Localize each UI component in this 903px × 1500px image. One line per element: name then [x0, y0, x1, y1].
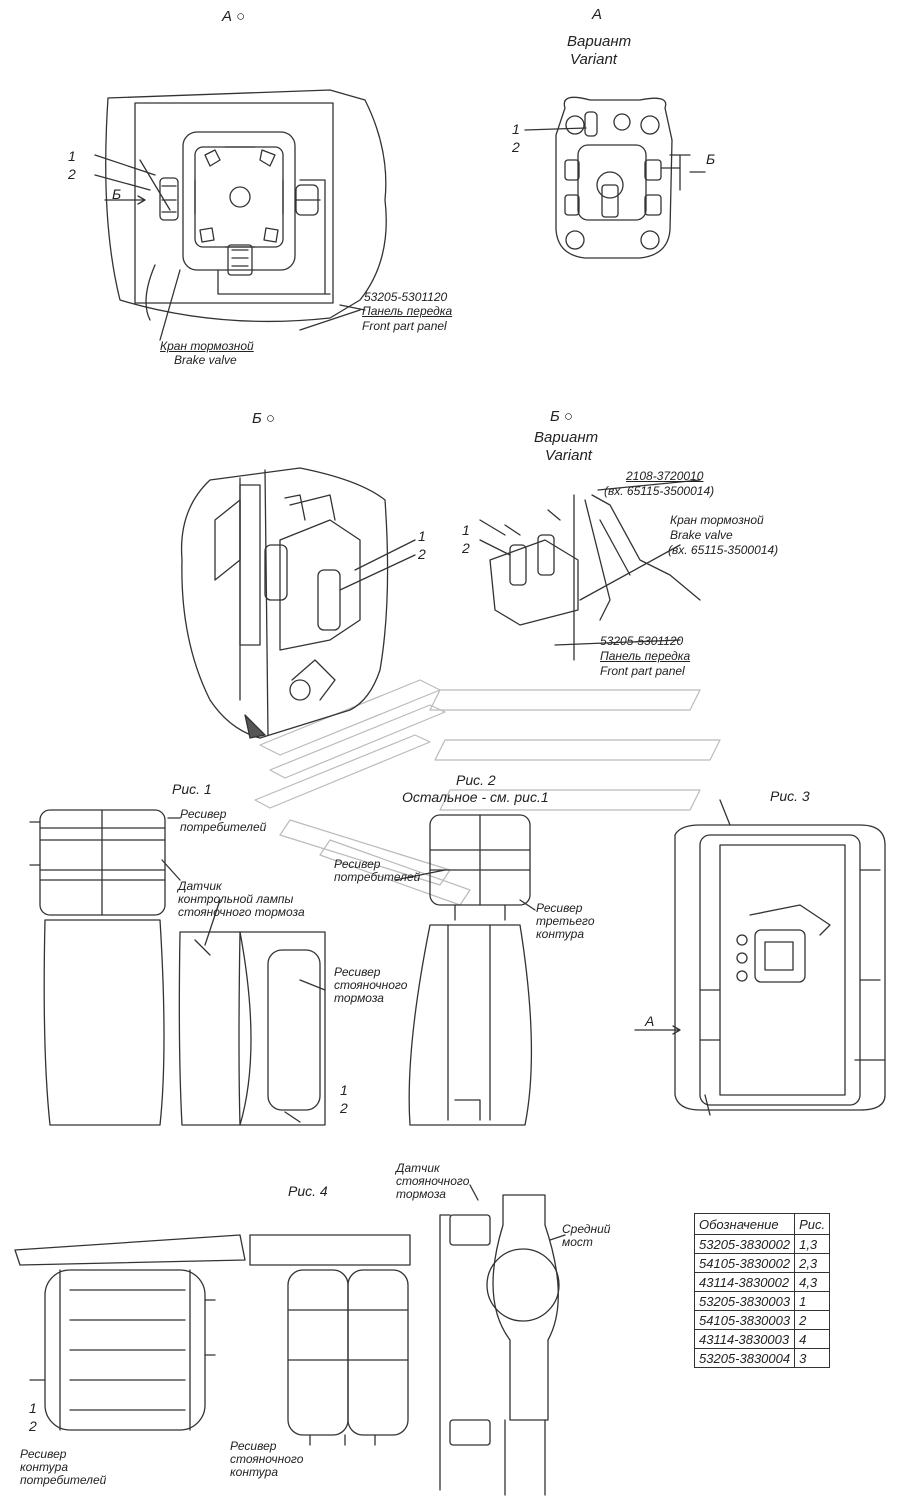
- fig-cell: 2,3: [794, 1253, 831, 1273]
- valve-flange: [555, 96, 673, 259]
- view-a-title: А ○: [222, 8, 246, 25]
- fig-cell: 4: [794, 1329, 831, 1349]
- panel-en: Front part panel: [362, 319, 447, 333]
- leader-1: 1: [340, 1082, 348, 1098]
- fig-cell: 2: [794, 1310, 831, 1330]
- valve-ru: Кран тормозной: [160, 339, 254, 353]
- leader-1: 1: [462, 522, 470, 538]
- designation-cell: 43114-3830003: [693, 1329, 796, 1349]
- receiver-consumers-label: Ресивер потребителей: [180, 807, 267, 834]
- sensor-parking-label: Датчик стояночного тормоза: [396, 1161, 470, 1201]
- middle-axle-label: Средний мост: [562, 1222, 611, 1249]
- brake-valve-body: [182, 131, 296, 271]
- leader-1: 1: [29, 1400, 37, 1416]
- receiver-parking-label: Ресивер стояночного тормоза: [334, 965, 408, 1005]
- variant-en: Variant: [545, 447, 592, 464]
- valve-ru: Кран тормозной: [670, 513, 764, 527]
- part-code: 2108-3720010: [626, 469, 704, 483]
- part-ex: (вх. 65115-3500014): [604, 484, 715, 498]
- valve-ex: (вх. 65115-3500014): [668, 543, 779, 557]
- fig3-drawing: [634, 799, 886, 1116]
- arrow-a-label: А: [645, 1013, 655, 1029]
- variant-en: Variant: [570, 51, 617, 68]
- arrow-b-label: Б: [112, 186, 122, 202]
- leader-2: 2: [512, 139, 520, 155]
- view-a-variant-title: А: [592, 6, 603, 23]
- leader-2: 2: [29, 1418, 37, 1434]
- receiver-consumer-circuit-label: Ресивер контура потребителей: [20, 1447, 107, 1487]
- fig-cell: 1,3: [794, 1234, 831, 1254]
- cab-outline: [105, 89, 387, 323]
- consumer-circuit-receiver: [44, 1269, 206, 1431]
- valve-en: Brake valve: [174, 353, 237, 367]
- designation-cell: 53205-3830004: [693, 1348, 796, 1368]
- fig1-title: Рис. 1: [172, 781, 212, 797]
- variant-ru: Вариант: [534, 429, 599, 446]
- parking-receiver: [267, 949, 321, 1111]
- leader-2: 2: [462, 540, 470, 556]
- panel-ru: Панель передка: [600, 649, 691, 663]
- view-a-variant-drawing: [524, 96, 706, 259]
- fig4-title: Рис. 4: [288, 1183, 328, 1199]
- fig-cell: 1: [794, 1291, 831, 1311]
- fig-cell: 4,3: [794, 1272, 831, 1292]
- designation-cell: 53205-3830003: [693, 1291, 796, 1311]
- fig3-title: Рис. 3: [770, 788, 810, 804]
- designation-cell: 53205-3830002: [693, 1234, 796, 1254]
- fig2-drawing: [394, 814, 536, 1126]
- leader-2: 2: [418, 546, 426, 562]
- view-b-variant-title: Б ○: [550, 408, 573, 425]
- designation-cell: 54105-3830003: [693, 1310, 796, 1330]
- middle-axle: [486, 1248, 560, 1322]
- leader-2: 2: [340, 1100, 348, 1116]
- receiver-consumers-label: Ресивер потребителей: [334, 857, 421, 884]
- receiver-parking-circuit-label: Ресивер стояночного контура: [230, 1439, 304, 1479]
- valve-en: Brake valve: [670, 528, 733, 542]
- leader-2: 2: [68, 166, 76, 182]
- col-designation: Обозначение: [693, 1213, 796, 1235]
- fig2-title: Рис. 2: [456, 772, 496, 788]
- fig2-rest-note: Остальное - см. рис.1: [402, 789, 549, 805]
- leader-1: 1: [68, 148, 76, 164]
- cab-top-outline: [674, 824, 886, 1111]
- view-b-drawing: [180, 467, 416, 739]
- arrow-b-label: Б: [706, 151, 716, 167]
- watermark-logo: [254, 679, 721, 906]
- view-b-title: Б ○: [252, 410, 275, 427]
- col-fig: Рис.: [794, 1213, 831, 1235]
- panel-ru: Панель передка: [362, 304, 453, 318]
- leader-1: 1: [418, 528, 426, 544]
- sensor-lamp-label: Датчик контрольной лампы стояночного тор…: [178, 879, 305, 919]
- view-b-variant-drawing: [479, 479, 701, 661]
- designation-cell: 54105-3830002: [693, 1253, 796, 1273]
- variant-ru: Вариант: [567, 33, 632, 50]
- panel-code: 53205-5301120: [600, 634, 684, 648]
- receiver-third-label: Ресивер третьего контура: [536, 901, 595, 941]
- fig-cell: 3: [794, 1348, 831, 1368]
- parking-circuit-receiver: [287, 1269, 349, 1436]
- panel-code: 53205-5301120: [364, 290, 448, 304]
- panel-en: Front part panel: [600, 664, 685, 678]
- fig1-drawing: [29, 809, 326, 1126]
- fig4-drawing: [14, 1184, 566, 1496]
- cab-wall-outline: [180, 467, 389, 739]
- leader-1: 1: [512, 121, 520, 137]
- table-header-row: Обозначение Рис.: [693, 1213, 831, 1235]
- designation-cell: 43114-3830002: [693, 1272, 796, 1292]
- view-a-drawing: [94, 89, 387, 341]
